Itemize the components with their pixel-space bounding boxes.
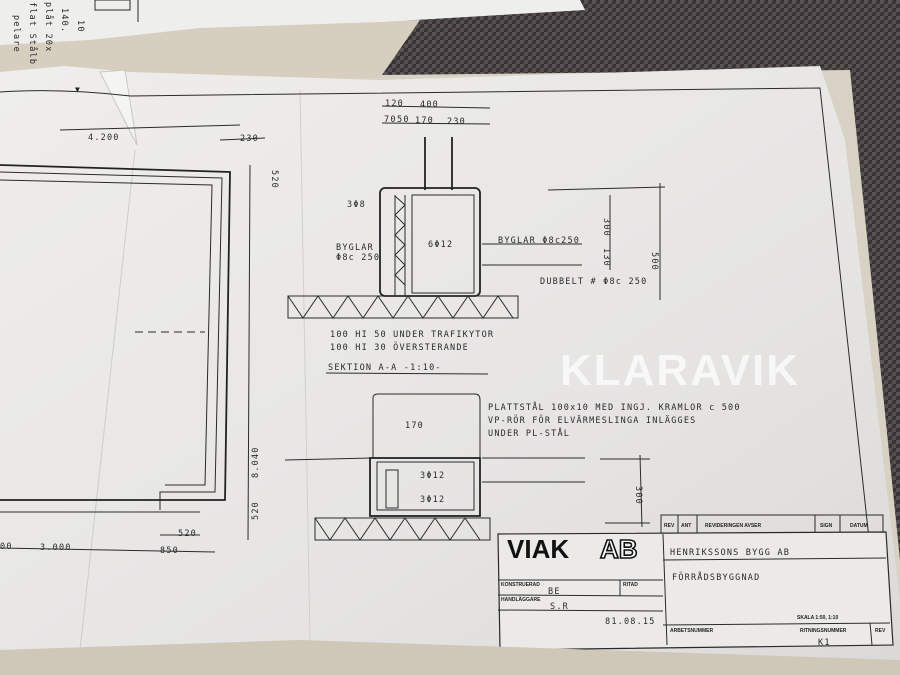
dim-label: 300	[633, 486, 643, 505]
detail-note: PLATTSTÅL 100x10 MED INGJ. KRAMLOR c 500	[488, 401, 741, 413]
rebar-label: Φ8c 250	[336, 253, 380, 263]
rev-label: REV	[875, 628, 886, 634]
rebar-label: 3Φ12	[420, 471, 445, 481]
scrap-note-line: 10	[75, 20, 85, 33]
konstruerad-value: BE	[548, 587, 561, 597]
handlaggare-value: S.R	[550, 602, 569, 612]
dim-label: 70	[384, 115, 397, 125]
viak-logo-suffix: AB	[600, 534, 638, 564]
scrap-note-paper: flat Stålb plåt 20x 140. 10 pelare	[0, 0, 585, 65]
plan-dim: 8.040	[251, 446, 261, 478]
section-detail-lower: 170 3Φ12 3Φ12 PLATTSTÅL 100x10 MED INGJ.…	[284, 393, 741, 541]
dim-label: 130	[601, 248, 611, 267]
datum-header: DATUM	[850, 523, 868, 529]
detail-note: UNDER PL-STÅL	[488, 427, 570, 439]
client-name: HENRIKSSONS BYGG AB	[670, 548, 790, 558]
ritningsnummer-value: K1	[818, 638, 831, 648]
dim-label: 230	[447, 117, 466, 127]
ant-header: ANT	[681, 523, 691, 529]
insulation-note: 100 HI 50 UNDER TRAFIKYTOR	[330, 330, 494, 340]
dim-label: 120	[385, 99, 404, 109]
plan-dim: 230	[240, 134, 259, 144]
rebar-label: BYGLAR Φ8c250	[498, 236, 580, 246]
rebar-label: DUBBELT # Φ8c 250	[540, 277, 647, 287]
detail-note: VP-RÖR FÖR ELVÄRMESLINGA INLÄGGES	[488, 415, 696, 426]
dim-label: 170	[405, 421, 424, 431]
ritad-label: RITAD	[623, 582, 638, 588]
drawing-sheet	[0, 66, 900, 660]
title-block: REV ANT REVIDERINGEN AVSER SIGN DATUM VI…	[497, 514, 894, 651]
section-title: SEKTION A-A -1:10-	[328, 363, 442, 373]
rebar-label: 3Φ12	[420, 495, 445, 505]
ritningsnummer-label: RITNINGSNUMMER	[800, 628, 847, 634]
konstruerad-label: KONSTRUERAD	[501, 582, 540, 588]
plan-dim: 520	[251, 501, 261, 520]
sign-header: SIGN	[820, 523, 833, 529]
plan-dim: 850	[160, 546, 179, 556]
dim-label: 500	[649, 252, 659, 271]
plan-dim: 3.000	[40, 543, 72, 553]
handlaggare-label: HANDLÄGGARE	[501, 596, 541, 603]
insulation-note: 100 HI 30 ÖVERSTERANDE	[330, 342, 469, 353]
scrap-note-line: plåt 20x	[43, 2, 54, 53]
folded-corner	[99, 69, 138, 146]
dim-label: 50	[397, 115, 410, 125]
watermark: KLARAVIK	[560, 346, 800, 395]
scrap-note-line: flat Stålb	[27, 2, 38, 65]
project-name: FÖRRÅDSBYGGNAD	[672, 571, 760, 583]
plan-view: 4.200 230 520 8.040 520 520 3.000 850 00	[0, 124, 279, 556]
plan-dim: 520	[178, 529, 197, 539]
woven-mat	[380, 0, 900, 560]
scale: SKALA 1:50, 1:10	[797, 615, 838, 621]
section-a-a: 120 400 70 50 170 230 3Φ8 BYGLAR Φ8c 250…	[287, 99, 666, 375]
revision-desc-header: REVIDERINGEN AVSER	[705, 523, 762, 529]
plan-dim: 520	[269, 170, 279, 189]
section-marker-icon: ▼	[75, 85, 80, 94]
dim-label: 170	[415, 116, 434, 126]
dim-label: 400	[420, 100, 439, 110]
viak-logo: VIAK	[507, 534, 569, 564]
rebar-label: 3Φ8	[347, 200, 366, 210]
rebar-label: BYGLAR	[336, 243, 374, 253]
scrap-note-line: pelare	[11, 15, 21, 53]
rev-header: REV	[664, 523, 675, 529]
arbetsnummer-label: ARBETSNUMMER	[670, 628, 713, 634]
plan-dim: 00	[0, 542, 13, 552]
scrap-note-line: 140.	[59, 8, 69, 33]
dim-label: 300	[601, 218, 611, 237]
drawing-date: 81.08.15	[605, 617, 656, 627]
plan-dim: 4.200	[88, 133, 120, 143]
rebar-label: 6Φ12	[428, 240, 453, 250]
